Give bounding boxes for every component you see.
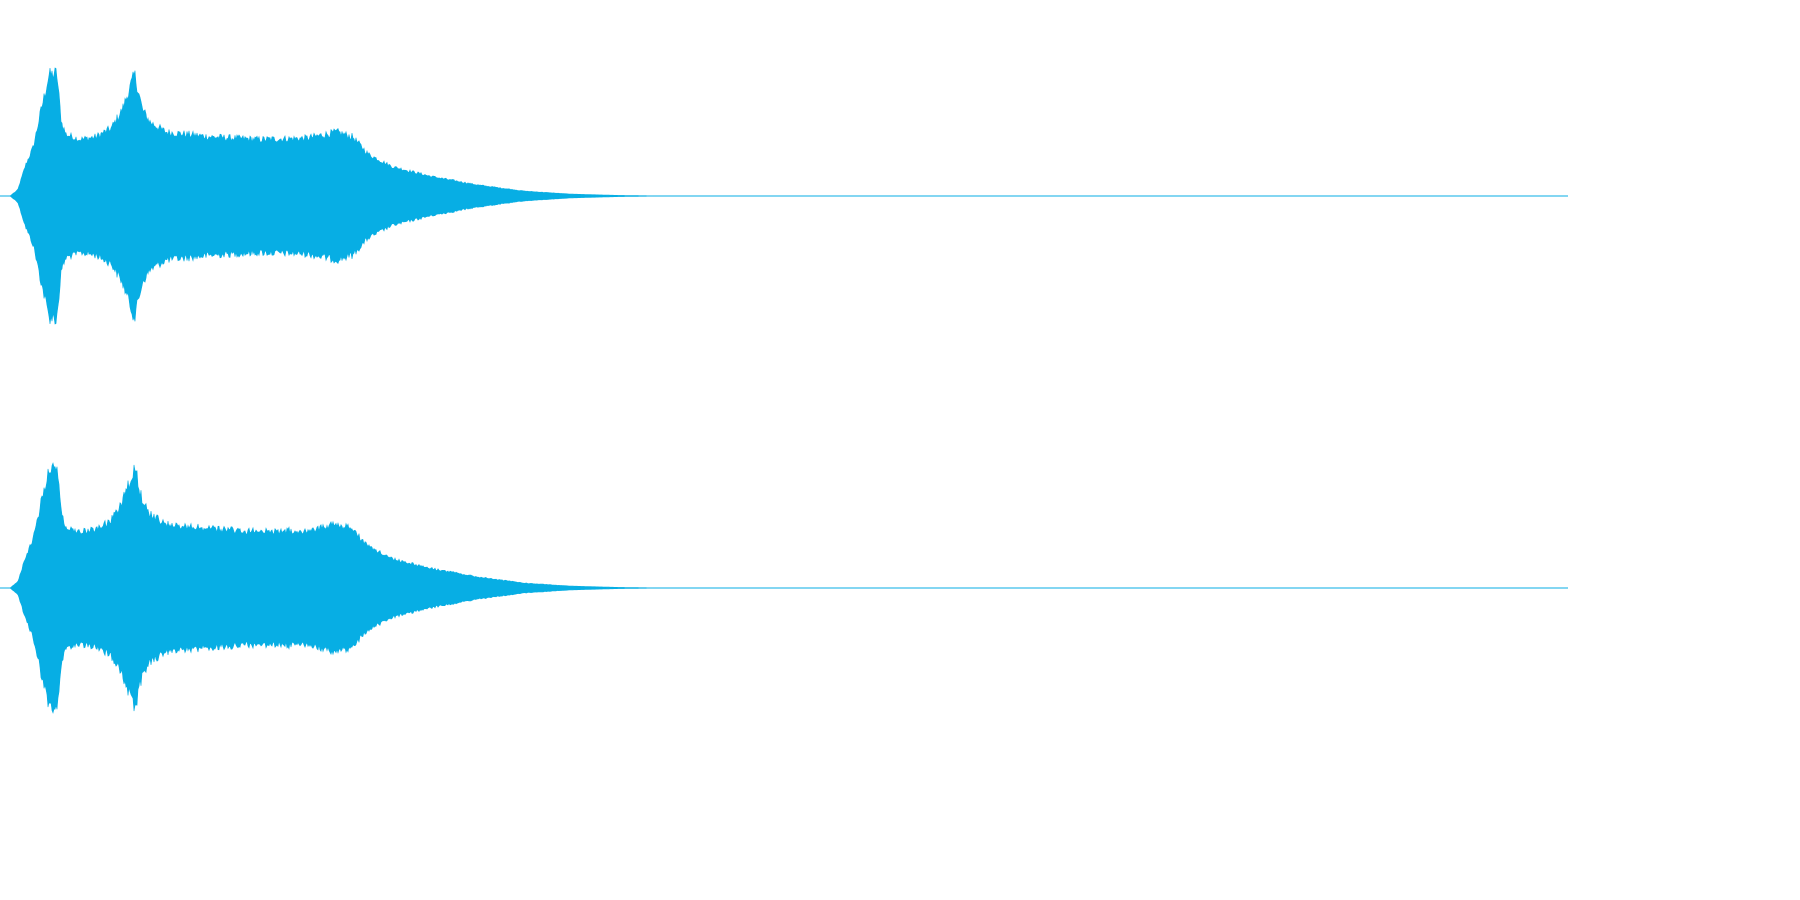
- channel-right-waveform: [0, 392, 1568, 784]
- channel-left-waveform: [0, 0, 1568, 392]
- channel-left-envelope: [9, 67, 710, 325]
- channel-right-svg: [0, 462, 1568, 714]
- channel-left-svg: [0, 67, 1568, 325]
- channel-right-envelope: [9, 462, 710, 714]
- waveform-view: [0, 0, 1568, 784]
